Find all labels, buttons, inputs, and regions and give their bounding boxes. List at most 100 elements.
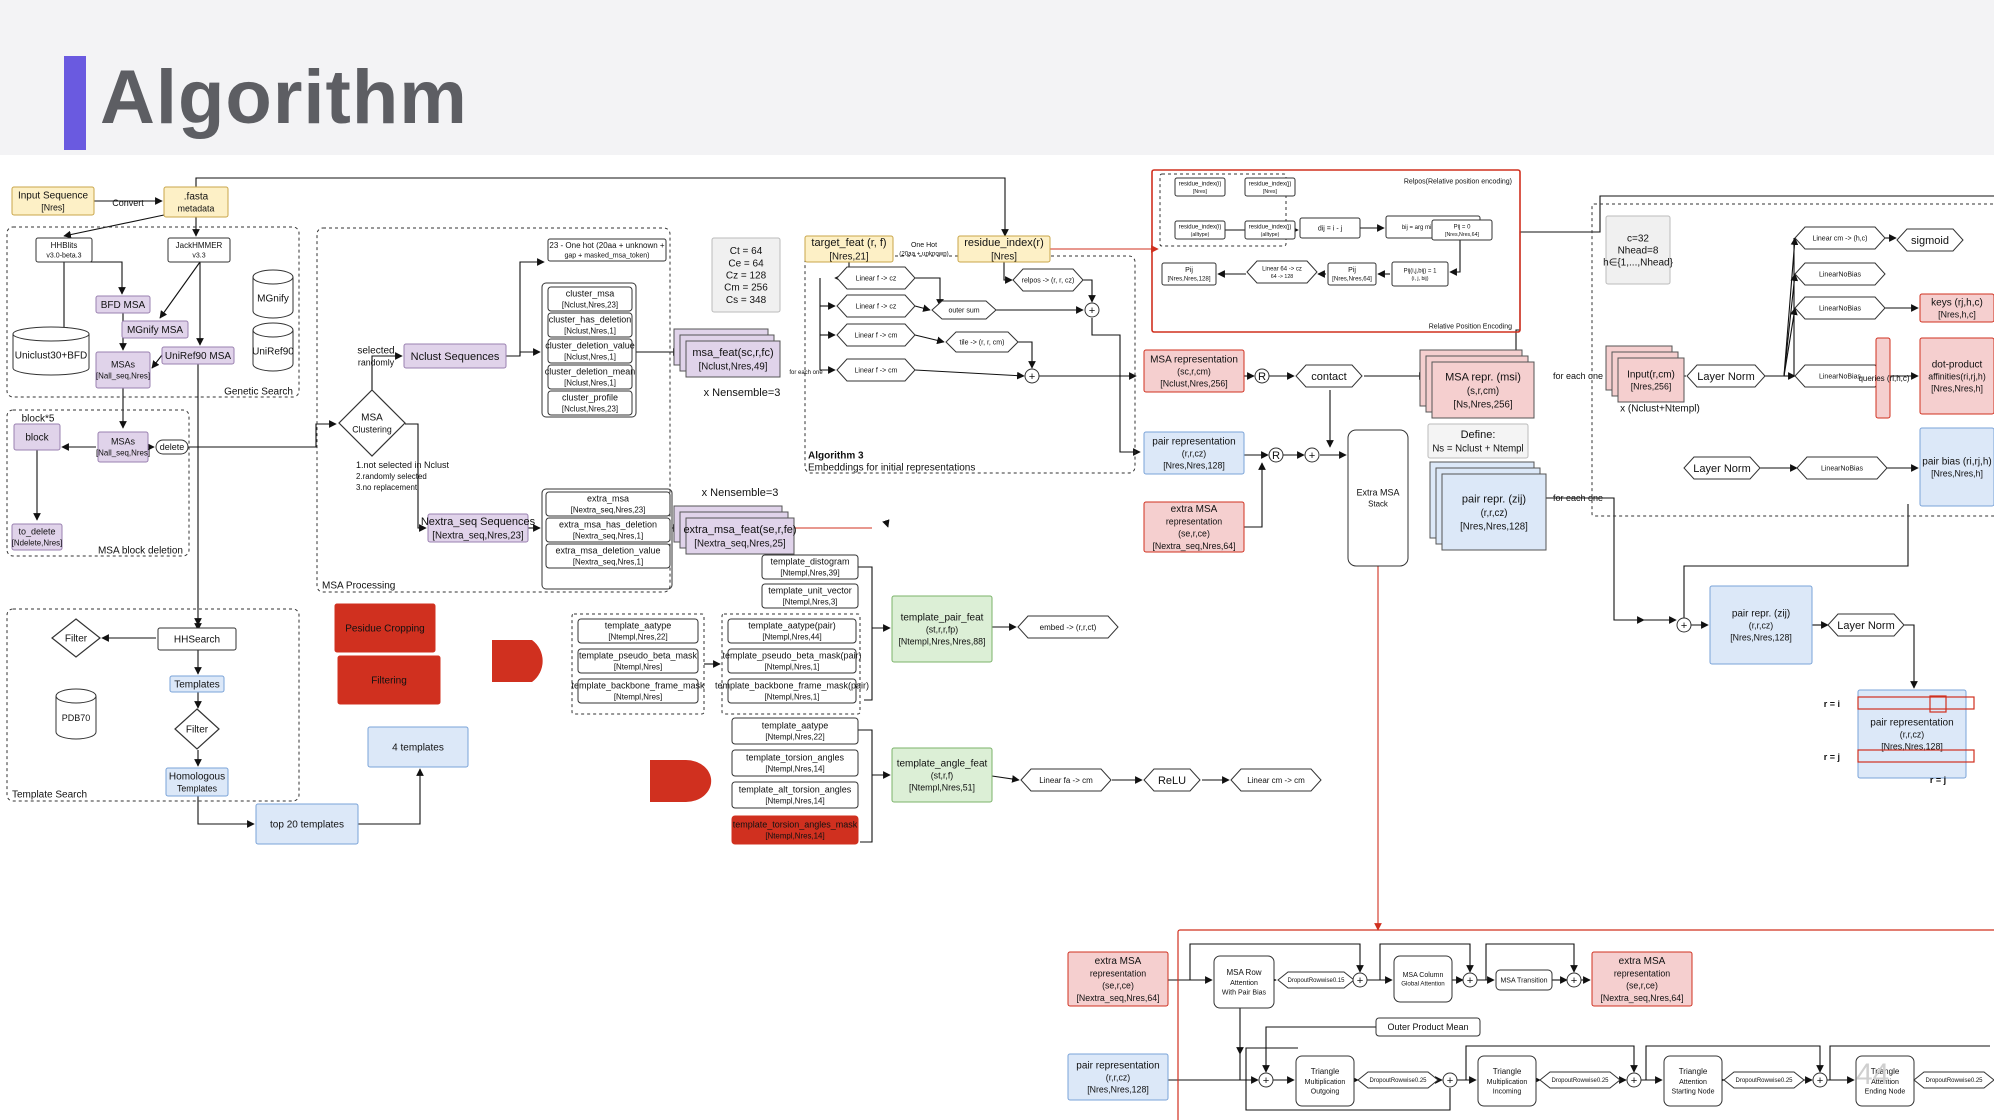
linear-fa-hex: Linear fa -> cm — [1020, 768, 1112, 792]
relpos-hex: relpos -> (r, r, cz) — [1012, 268, 1084, 292]
pair-representation-node-2: pair representation(r,r,cz)[Nres,Nres,12… — [1857, 689, 1967, 779]
node-text: Starting Node — [1672, 1089, 1715, 1096]
node-text: Define: — [1461, 429, 1496, 441]
relpos-ri-3: residue_index(i)(alltype) — [1174, 220, 1226, 240]
node-text: Pij = 0 — [1454, 224, 1472, 230]
node-text: residue_index(j) — [1249, 181, 1292, 187]
node-text: MSA representation — [1150, 354, 1238, 365]
node-text: Stack — [1368, 500, 1388, 509]
node-text: (alltype) — [1261, 232, 1280, 238]
template-aatype_2: template_aatype[Ntempl,Nres,22] — [731, 717, 859, 745]
node-text: MSA — [361, 412, 383, 423]
node-text: [Nclust,Nres,1] — [564, 353, 616, 362]
node-text: sigmoid — [1911, 235, 1949, 247]
node-text: Outer Product Mean — [1387, 1022, 1468, 1032]
residue-index-node: residue_index(r)[Nres] — [957, 235, 1051, 263]
node-text: contact — [1311, 371, 1346, 383]
node-text: affinities(ri,rj,h) — [1928, 372, 1986, 382]
node-text: outer sum — [948, 307, 979, 314]
node-text: Embeddings for initial representations — [808, 463, 975, 474]
node-text: LinearNoBias — [1819, 305, 1862, 312]
cluster-feats-group — [541, 282, 637, 418]
filtering-node: Filtering — [337, 655, 441, 705]
red-d-shape-2 — [650, 760, 712, 802]
node-text: (r,r,cz) — [1900, 730, 1925, 740]
connector-arrow — [1244, 462, 1266, 528]
node-text: DropoutRowwise0.15 — [1287, 978, 1345, 984]
uniref90-db: UniRef90 — [252, 322, 294, 372]
connector-arrow — [1083, 279, 1096, 303]
connector-arrow — [914, 369, 1025, 380]
node-text: for each one — [1553, 371, 1603, 381]
extra-feat-0: extra_msa[Nextra_seq,Nres,23] — [545, 491, 671, 517]
node-text: [Ntempl,Nres,22] — [608, 633, 667, 642]
cluster-feat-2: cluster_deletion_value[Nclust,Nres,1] — [545, 338, 635, 364]
node-text: [Nextra_seq,Nres,64] — [1152, 541, 1235, 551]
extra-feat-1: extra_msa_has_deletion[Nextra_seq,Nres,1… — [545, 517, 671, 543]
node-text: Ce = 64 — [728, 258, 764, 269]
node-text: Linear 64 -> cz — [1262, 266, 1302, 272]
node-text: (20aa + unknown) — [899, 251, 948, 258]
extra-stack-group — [1177, 929, 1994, 1120]
template-alt_torsion: template_alt_torsion_angles[Ntempl,Nres,… — [731, 781, 859, 809]
node-text: metadata — [178, 204, 215, 214]
node-text: (s,r,cm) — [1467, 386, 1499, 397]
row-highlight-i — [1857, 696, 1975, 710]
page-number: 44 — [1856, 1058, 1890, 1091]
node-text: DropoutRowwise0.25 — [1369, 1078, 1427, 1084]
add-circle-10: + — [1626, 1072, 1642, 1088]
template-aatype: template_aatype[Ntempl,Nres,22] — [577, 618, 699, 644]
dropout-hex-4: DropoutRowwise0.25 — [1723, 1071, 1805, 1089]
node-text: [Nextra_seq,Nres,64] — [1600, 993, 1683, 1003]
node-text: x (Nclust+Ntempl) — [1620, 404, 1700, 415]
node-text: [Nres,Nres,64] — [1445, 232, 1479, 238]
node-text: [Nall_seq,Nres] — [96, 372, 150, 381]
connector-arrow — [1783, 273, 1799, 377]
algorithm3-title: Algorithm 3 — [808, 451, 864, 462]
node-text: [Nres] — [1193, 189, 1208, 195]
template-backbone_pair: template_backbone_frame_mask(pair)[Ntemp… — [715, 678, 869, 704]
connector-arrow — [856, 566, 873, 701]
pair-bias-node: pair bias (ri,rj,h)[Nres,Nres,h] — [1919, 427, 1994, 507]
add-circle-6: + — [1462, 972, 1478, 988]
connector-arrow — [1003, 262, 1013, 284]
svg-text:R: R — [1272, 450, 1280, 462]
node-text: extra_msa — [587, 494, 629, 504]
msa-processing-group: MSA Processing — [316, 227, 671, 593]
connector-arrow — [63, 214, 165, 239]
relpos-pij-1: Pij[Nres,Nres,128] — [1161, 262, 1217, 286]
msas-block-node: MSAs[Nall_seq,Nres] — [96, 431, 150, 463]
dot-product-node: dot-productaffinities(ri,rj,h)[Nres,Nres… — [1919, 337, 1994, 415]
node-text: (se,r,ce) — [1178, 529, 1210, 539]
relpos-onehot: Pij(i,j,bij) = 1(i, j, bij) — [1391, 261, 1449, 287]
node-text: pair bias (ri,rj,h) — [1922, 456, 1991, 467]
node-text: template_pseudo_beta_mask(pair) — [722, 651, 861, 661]
node-text: extra_msa_deletion_value — [555, 546, 660, 556]
relpos-title: Relpos(Relative position encoding) — [1404, 178, 1512, 185]
node-text: r = j — [1824, 752, 1840, 762]
node-text: Cz = 128 — [726, 271, 767, 282]
node-text: [Nres,Nres,128] — [1087, 1085, 1149, 1095]
node-text: (r,r,cz) — [1106, 1073, 1131, 1083]
template-left-group — [571, 613, 705, 715]
node-text: Filtering — [371, 676, 407, 687]
node-text: Ns = Nclust + Ntempl — [1432, 444, 1523, 455]
node-text: target_feat (r, f) — [811, 237, 886, 249]
node-text: delete — [160, 442, 185, 452]
node-text: extra MSA — [1171, 504, 1218, 515]
node-text: residue_index(j) — [1249, 224, 1292, 230]
node-text: selected — [357, 345, 394, 356]
node-text: JackHMMER — [176, 241, 223, 250]
node-text: pair representation — [1152, 436, 1235, 447]
node-text: extra_msa_feat(se,r,fe) — [683, 524, 796, 536]
pair-repr-z2-node: pair repr. (zij)(r,r,cz)[Nres,Nres,128] — [1709, 585, 1813, 665]
linear-hex-3: Linear f -> cm — [836, 358, 916, 382]
to-delete-node: to_delete[Ndelete,Nres] — [11, 523, 63, 551]
node-text: Triangle — [1493, 1067, 1522, 1076]
node-text: template_angle_feat — [897, 758, 988, 769]
extra-msa-in-node: extra MSArepresentation(se,r,ce)[Nextra_… — [1067, 951, 1169, 1007]
node-text: [Ndelete,Nres] — [12, 539, 63, 548]
